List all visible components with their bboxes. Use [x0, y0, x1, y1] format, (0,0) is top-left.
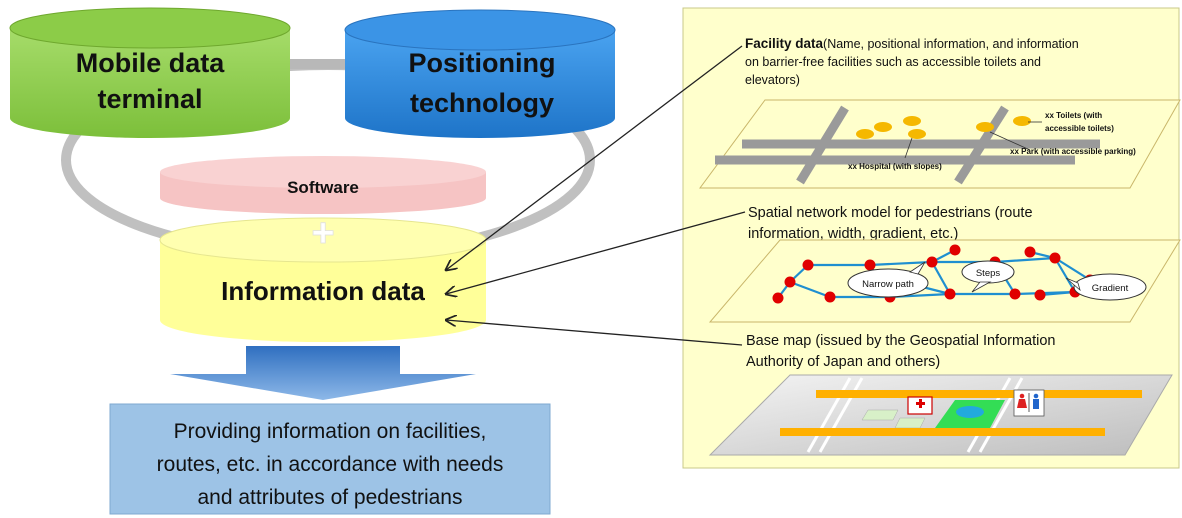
svg-text:Facility data(Name, positional: Facility data(Name, positional informati… — [745, 36, 1079, 51]
callout-narrow-path: Narrow path — [847, 261, 929, 298]
facility-title: Facility data — [745, 36, 824, 51]
callout-steps: Steps — [961, 260, 1015, 293]
positioning-line1: Positioning — [409, 48, 556, 78]
plus-sign: + — [311, 211, 334, 255]
narrow-path-label: Narrow path — [862, 279, 914, 290]
software-band: Software — [160, 156, 486, 214]
facility-dot — [976, 122, 994, 132]
network-node — [772, 292, 784, 304]
mobile-terminal-line2: terminal — [97, 84, 202, 114]
network-node — [926, 256, 938, 268]
network-node — [864, 259, 876, 271]
network-node — [1034, 289, 1046, 301]
facility-dot — [903, 116, 921, 126]
network-node — [802, 259, 814, 271]
down-arrow-icon — [170, 346, 476, 400]
facility-line-2: on barrier-free facilities such as acces… — [745, 55, 1041, 69]
network-node — [944, 288, 956, 300]
arrow-network — [446, 211, 746, 294]
network-layer: Spatial network model for pedestrians (r… — [708, 205, 1181, 323]
facility-layer: Facility data(Name, positional informati… — [699, 36, 1181, 189]
left-cluster: Mobile data terminal Positioning technol… — [9, 7, 616, 515]
layer-arrows — [446, 45, 746, 346]
result-line-1: Providing information on facilities, — [174, 420, 487, 443]
arrow-facility — [446, 45, 743, 270]
network-node — [1049, 252, 1061, 264]
facility-dots — [856, 116, 1031, 139]
facility-dot — [1013, 116, 1031, 126]
steps-label: Steps — [976, 268, 1001, 279]
network-line-1: Spatial network model for pedestrians (r… — [748, 205, 1033, 221]
arrow-basemap — [446, 320, 743, 346]
facility-leaders — [904, 121, 1042, 159]
restroom-sign-icon — [1013, 389, 1045, 417]
information-data-cylinder: + Information data — [159, 211, 487, 342]
toilets-label-2: accessible toilets) — [1045, 124, 1114, 133]
result-box: Providing information on facilities, rou… — [109, 403, 551, 515]
basemap-line-2: Authority of Japan and others) — [746, 354, 940, 370]
network-line-2: information, width, gradient, etc.) — [748, 226, 958, 242]
basemap-main-roads — [780, 390, 1142, 436]
basemap-line-1: Base map (issued by the Geospatial Infor… — [746, 333, 1056, 349]
information-data-label: Information data — [221, 276, 425, 306]
facility-roads — [715, 105, 1100, 185]
positioning-line2: technology — [410, 88, 554, 118]
network-node — [1024, 246, 1036, 258]
result-line-2: routes, etc. in accordance with needs — [157, 453, 504, 476]
positioning-cylinder: Positioning technology — [344, 9, 616, 138]
facility-dot — [874, 122, 892, 132]
network-node — [824, 291, 836, 303]
mobile-terminal-cylinder: Mobile data terminal — [9, 7, 291, 138]
right-panel: Facility data(Name, positional informati… — [682, 7, 1181, 469]
hospital-label: xx Hospital (with slopes) — [848, 162, 942, 171]
network-node — [949, 244, 961, 256]
network-node — [784, 276, 796, 288]
gradient-label: Gradient — [1092, 283, 1129, 294]
result-line-3: and attributes of pedestrians — [197, 486, 462, 509]
facility-dot — [856, 129, 874, 139]
facility-title-rest: (Name, positional information, and infor… — [823, 37, 1079, 51]
park-label: xx Park (with accessible parking) — [1010, 147, 1136, 156]
hospital-sign-icon — [907, 396, 933, 415]
network-node — [1009, 288, 1021, 300]
callout-gradient: Gradient — [1065, 273, 1147, 301]
software-label: Software — [287, 178, 359, 197]
toilets-label-1: xx Toilets (with — [1045, 111, 1102, 120]
mobile-terminal-line1: Mobile data — [76, 48, 225, 78]
facility-line-3: elevators) — [745, 73, 800, 87]
basemap-layer: Base map (issued by the Geospatial Infor… — [708, 333, 1173, 456]
basemap-pond — [956, 406, 984, 418]
basemap-plane — [708, 374, 1173, 456]
facility-dot — [908, 129, 926, 139]
